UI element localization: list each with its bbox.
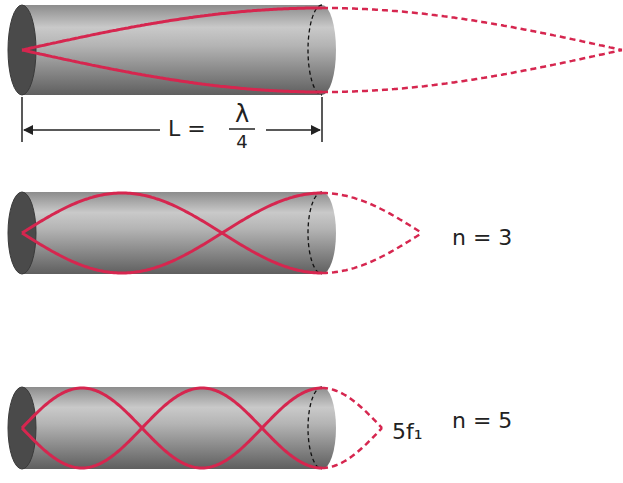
wave-curve-dashed — [322, 388, 382, 428]
fraction-bar — [229, 128, 255, 130]
wave-curve-dashed — [322, 233, 422, 273]
mode-number: n = 3 — [452, 226, 512, 250]
wave-curve-dashed — [322, 428, 382, 468]
length-label: L = — [168, 117, 206, 141]
wave-curve — [22, 50, 322, 92]
wave-curve — [22, 388, 322, 468]
wave-curve — [22, 193, 322, 273]
dimension-line — [22, 97, 322, 142]
wave-curve-dashed — [322, 50, 622, 92]
wave-curve-dashed — [322, 193, 422, 233]
fraction-numerator: λ — [235, 101, 249, 127]
open-end — [308, 192, 322, 274]
tube-body — [22, 5, 336, 95]
wave-curve — [22, 193, 322, 273]
wave-curve — [22, 388, 322, 468]
mode-number: n = 5 — [452, 409, 512, 433]
wave-curve-dashed — [322, 8, 622, 50]
frequency-label: 5f₁ — [392, 420, 423, 444]
wave-curve — [22, 8, 322, 50]
open-end — [308, 387, 322, 469]
fraction-denominator: 4 — [236, 132, 247, 152]
tube-body — [22, 192, 336, 274]
open-end — [308, 5, 322, 95]
tube-body — [22, 387, 336, 469]
